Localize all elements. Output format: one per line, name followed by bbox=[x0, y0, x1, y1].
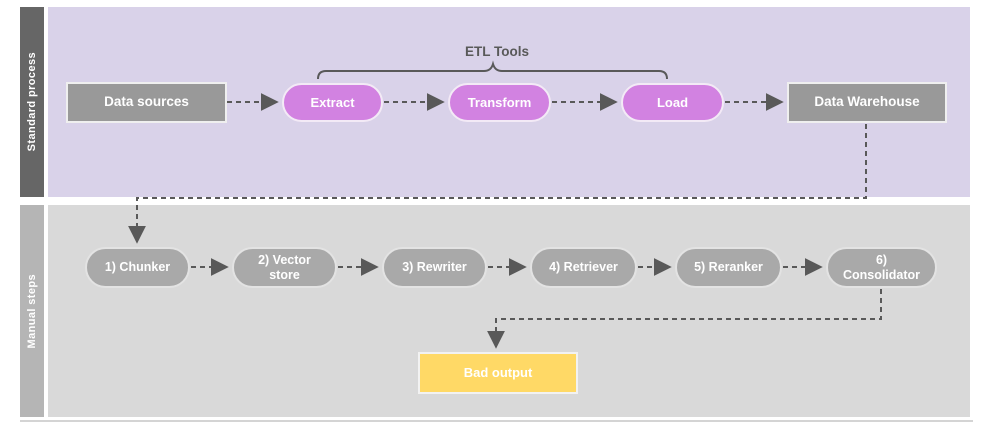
lane-header-standard-process: Standard process bbox=[20, 7, 44, 197]
node-extract: Extract bbox=[282, 83, 383, 122]
node-chunker: 1) Chunker bbox=[85, 247, 190, 288]
node-consolidator: 6) Consolidator bbox=[826, 247, 937, 288]
node-data-sources: Data sources bbox=[66, 82, 227, 123]
bottom-divider bbox=[20, 420, 973, 422]
node-data-warehouse: Data Warehouse bbox=[787, 82, 947, 123]
etl-tools-label: ETL Tools bbox=[465, 44, 529, 59]
node-bad-output: Bad output bbox=[418, 352, 578, 394]
node-load: Load bbox=[621, 83, 724, 122]
node-retriever: 4) Retriever bbox=[530, 247, 637, 288]
node-transform: Transform bbox=[448, 83, 551, 122]
node-vector-store: 2) Vector store bbox=[232, 247, 337, 288]
lane-header-manual-steps: Manual steps bbox=[20, 205, 44, 417]
node-reranker: 5) Reranker bbox=[675, 247, 782, 288]
lane-label-manual-steps: Manual steps bbox=[26, 273, 38, 349]
lane-label-standard-process: Standard process bbox=[26, 52, 38, 152]
node-rewriter: 3) Rewriter bbox=[382, 247, 487, 288]
